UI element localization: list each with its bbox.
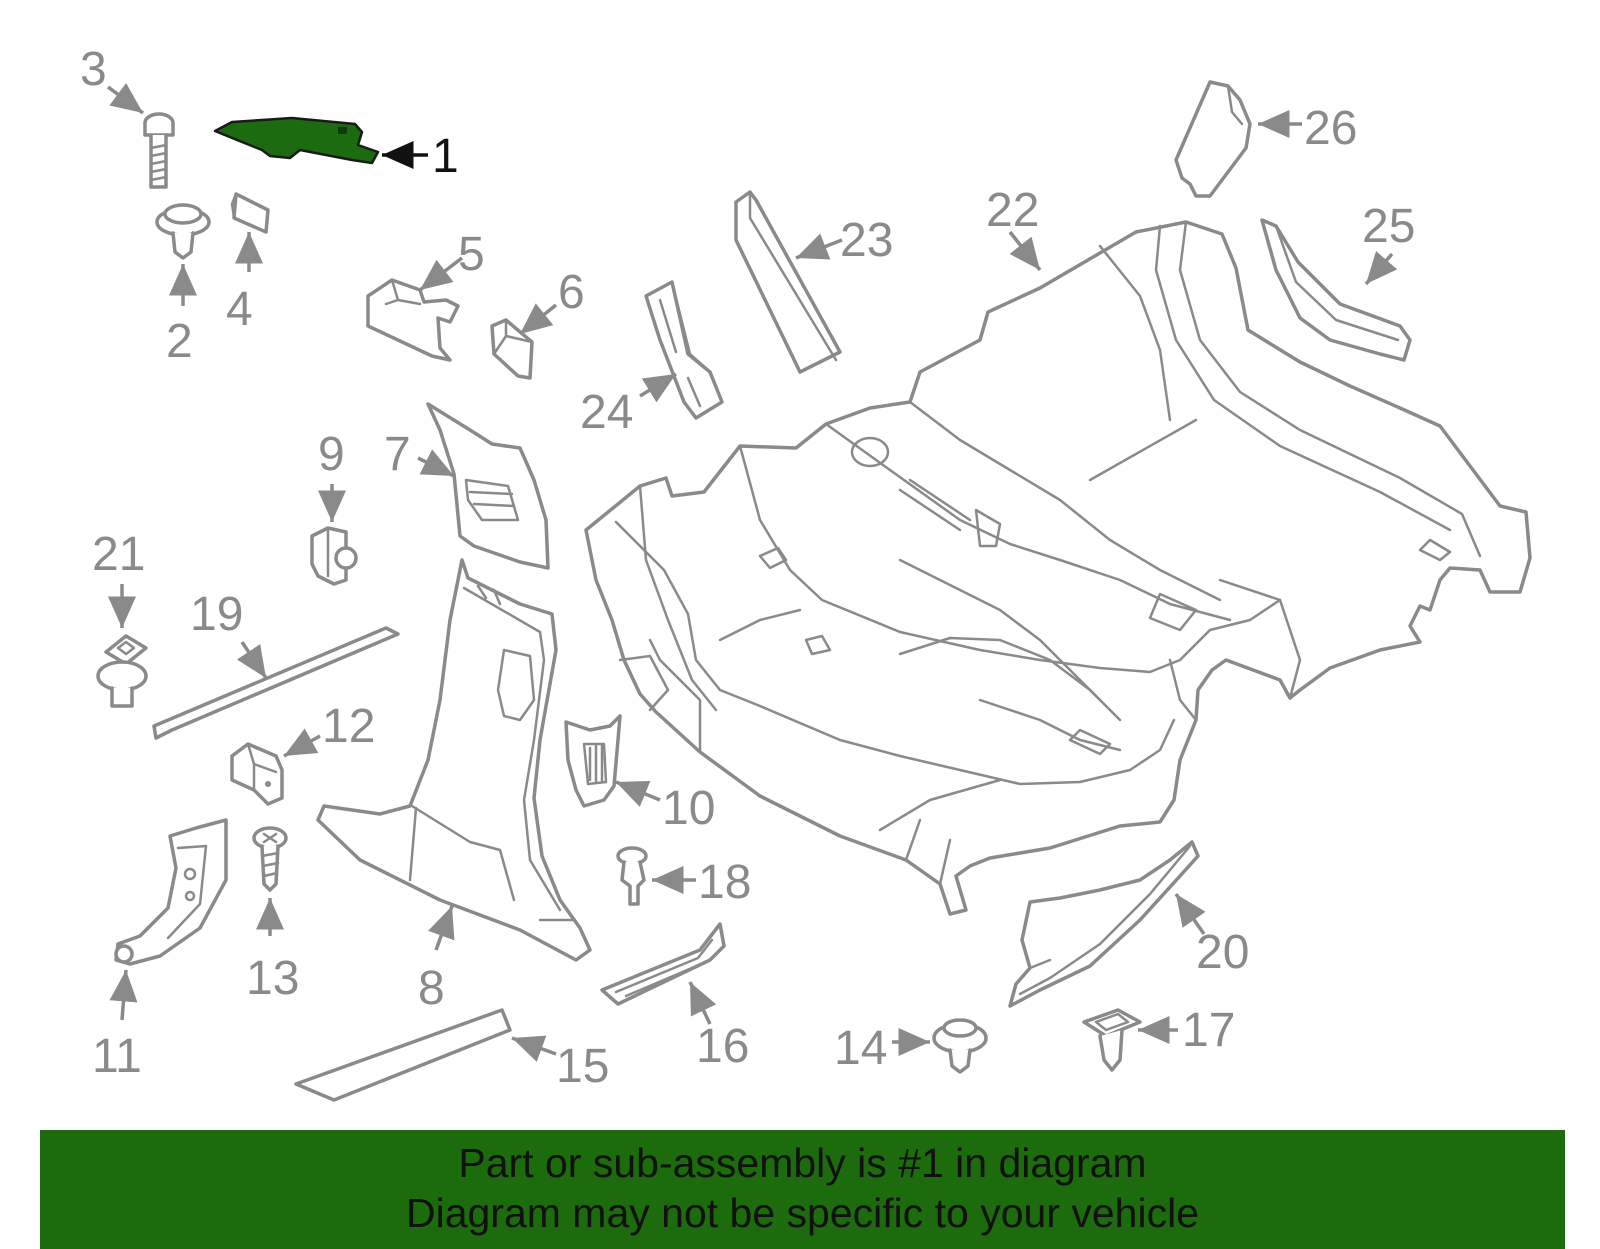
- callout-3: 3: [80, 43, 107, 96]
- part-8[interactable]: 8: [316, 558, 592, 1015]
- part-14[interactable]: 14: [834, 1018, 988, 1075]
- callout-22: 22: [986, 184, 1039, 237]
- part-17[interactable]: 17: [1082, 1004, 1235, 1072]
- part-7[interactable]: 7: [384, 402, 550, 570]
- part-10[interactable]: 10: [564, 714, 715, 835]
- part-25[interactable]: 25: [1260, 200, 1415, 362]
- part-4[interactable]: 4: [226, 192, 270, 336]
- callout-8: 8: [418, 962, 445, 1015]
- callout-19: 19: [190, 588, 243, 641]
- part-23[interactable]: 23: [734, 190, 893, 374]
- callout-20: 20: [1196, 926, 1249, 979]
- part-13[interactable]: 13: [246, 826, 299, 1005]
- callout-6: 6: [558, 266, 585, 319]
- callout-23: 23: [840, 214, 893, 267]
- part-11[interactable]: 11: [92, 818, 228, 1083]
- callout-24: 24: [580, 386, 633, 439]
- part-6[interactable]: 6: [490, 266, 585, 380]
- callout-7: 7: [384, 428, 411, 481]
- info-banner: Part or sub-assembly is #1 in diagram Di…: [40, 1130, 1565, 1249]
- callout-12: 12: [322, 700, 375, 753]
- part-3[interactable]: 3: [80, 43, 175, 189]
- callout-1: 1: [432, 130, 459, 183]
- callout-21: 21: [92, 528, 145, 581]
- part-1[interactable]: 1: [213, 116, 459, 183]
- callout-13: 13: [246, 952, 299, 1005]
- banner-line-2: Diagram may not be specific to your vehi…: [405, 1190, 1199, 1236]
- callout-5: 5: [458, 228, 485, 281]
- callout-4: 4: [226, 283, 253, 336]
- callout-18: 18: [698, 856, 751, 909]
- part-22[interactable]: 22: [584, 184, 1532, 916]
- part-2[interactable]: 2: [155, 203, 211, 368]
- part-15[interactable]: 15: [294, 1008, 609, 1102]
- part-12[interactable]: 12: [230, 700, 375, 806]
- callout-26: 26: [1304, 102, 1357, 155]
- callout-14: 14: [834, 1022, 887, 1075]
- callout-11: 11: [92, 1030, 142, 1083]
- part-26[interactable]: 26: [1174, 80, 1357, 198]
- part-5[interactable]: 5: [366, 228, 485, 362]
- part-9[interactable]: 9: [310, 428, 358, 586]
- part-20[interactable]: 20: [1008, 840, 1249, 1008]
- callout-2: 2: [166, 315, 193, 368]
- callout-10: 10: [662, 782, 715, 835]
- part-24[interactable]: 24: [580, 280, 724, 439]
- callout-9: 9: [318, 428, 345, 481]
- part-16[interactable]: 16: [600, 922, 749, 1073]
- part-18[interactable]: 18: [616, 846, 751, 909]
- banner-line-1: Part or sub-assembly is #1 in diagram: [458, 1140, 1147, 1186]
- callout-17: 17: [1182, 1004, 1235, 1057]
- part-19[interactable]: 19: [152, 588, 400, 740]
- callout-16: 16: [696, 1020, 749, 1073]
- part-21[interactable]: 21: [92, 528, 148, 708]
- callout-25: 25: [1362, 200, 1415, 253]
- callout-15: 15: [556, 1040, 609, 1093]
